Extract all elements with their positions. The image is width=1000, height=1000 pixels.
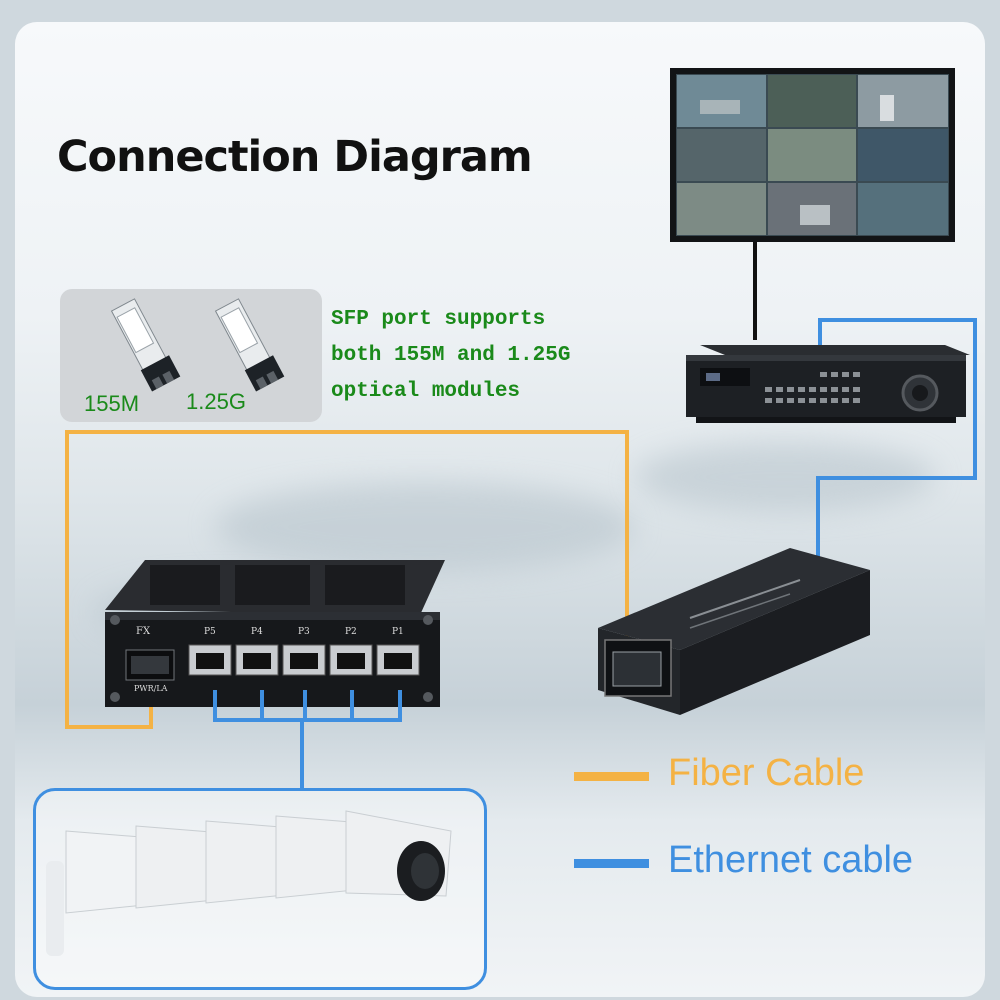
switch-port-p2: P2 (345, 627, 357, 637)
ethernet-cable-nvr (816, 318, 977, 570)
legend-ethernet-swatch (574, 859, 649, 868)
sfp-note: SFP port supports both 155M and 1.25G op… (331, 302, 570, 410)
sfp-note-line: both 155M and 1.25G (331, 344, 571, 367)
cameras-group (33, 788, 487, 990)
monitor-icon (670, 68, 955, 242)
switch-port-p3: P3 (298, 627, 310, 637)
ip-cameras-illustration (46, 810, 452, 956)
sfp-modules-illustration (110, 298, 285, 392)
sfp-note-line: SFP port supports (331, 308, 546, 331)
sfp-module-125g (214, 298, 285, 392)
nvr-recorder-icon (686, 345, 970, 423)
legend-fiber-label: Fiber Cable (668, 752, 865, 794)
switch-pwr-label: PWR/LA (134, 684, 168, 693)
ethernet-cable-cameras (213, 690, 402, 790)
fiber-cable (65, 430, 629, 729)
sfp-modules-panel: 155M 1.25G (60, 289, 322, 422)
sfp-label-125g: 1.25G (186, 389, 246, 414)
page-title: Connection Diagram (57, 132, 533, 182)
camera-icon (345, 810, 452, 901)
switch-port-p5: P5 (204, 627, 216, 637)
legend-ethernet-label: Ethernet cable (668, 839, 914, 881)
switch-fx-label: FX (136, 626, 151, 637)
switch-port-p1: P1 (392, 627, 404, 637)
media-converter-icon (598, 548, 870, 715)
switch-port-p4: P4 (251, 627, 263, 637)
industrial-switch-icon (105, 560, 445, 707)
legend-fiber-swatch (574, 772, 649, 781)
cctv-video-grid (677, 75, 948, 235)
sfp-label-155m: 155M (84, 391, 140, 416)
sfp-note-line: optical modules (331, 380, 521, 403)
sfp-module-155m (110, 298, 181, 392)
